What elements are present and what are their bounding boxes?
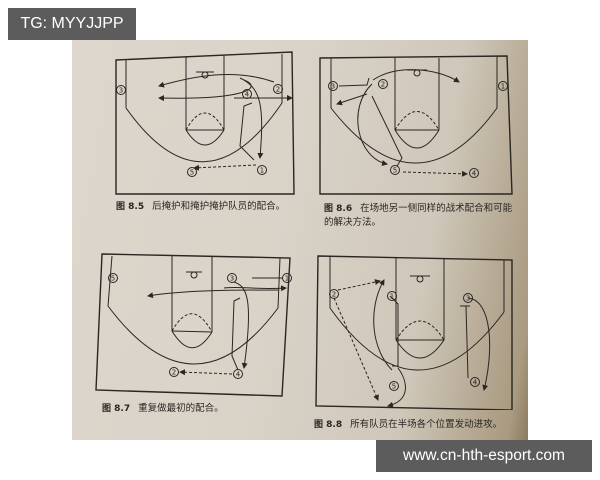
player-5: 5 — [190, 169, 194, 177]
diagram-fig-8-5: 3 2 4 1 5 — [115, 51, 295, 195]
player-3: 3 — [466, 295, 470, 303]
player-1: 1 — [390, 293, 394, 301]
player-5: 5 — [111, 275, 115, 283]
player-3: 3 — [119, 87, 123, 95]
player-1: 1 — [501, 83, 505, 91]
player-4: 4 — [472, 170, 477, 178]
player-2: 2 — [276, 86, 280, 94]
player-3: 3 — [230, 275, 234, 283]
diagram-fig-8-7: 5 3 1 2 4 — [95, 253, 292, 397]
player-4: 4 — [236, 371, 241, 379]
watermark-telegram: TG: MYYJJPP — [8, 8, 136, 40]
player-2: 2 — [381, 81, 385, 89]
diagram-fig-8-8: 2 1 3 5 4 — [315, 255, 513, 410]
player-3: 3 — [331, 83, 335, 91]
player-5: 5 — [392, 383, 396, 391]
player-4: 4 — [473, 379, 478, 387]
player-1: 1 — [260, 167, 264, 175]
player-5: 5 — [393, 167, 397, 175]
diagram-fig-8-6: 3 2 1 5 4 — [319, 55, 513, 195]
player-4: 4 — [245, 91, 250, 99]
player-1: 1 — [285, 275, 289, 283]
player-2: 2 — [172, 369, 176, 377]
player-2: 2 — [332, 291, 336, 299]
watermark-url: www.cn-hth-esport.com — [376, 440, 592, 472]
